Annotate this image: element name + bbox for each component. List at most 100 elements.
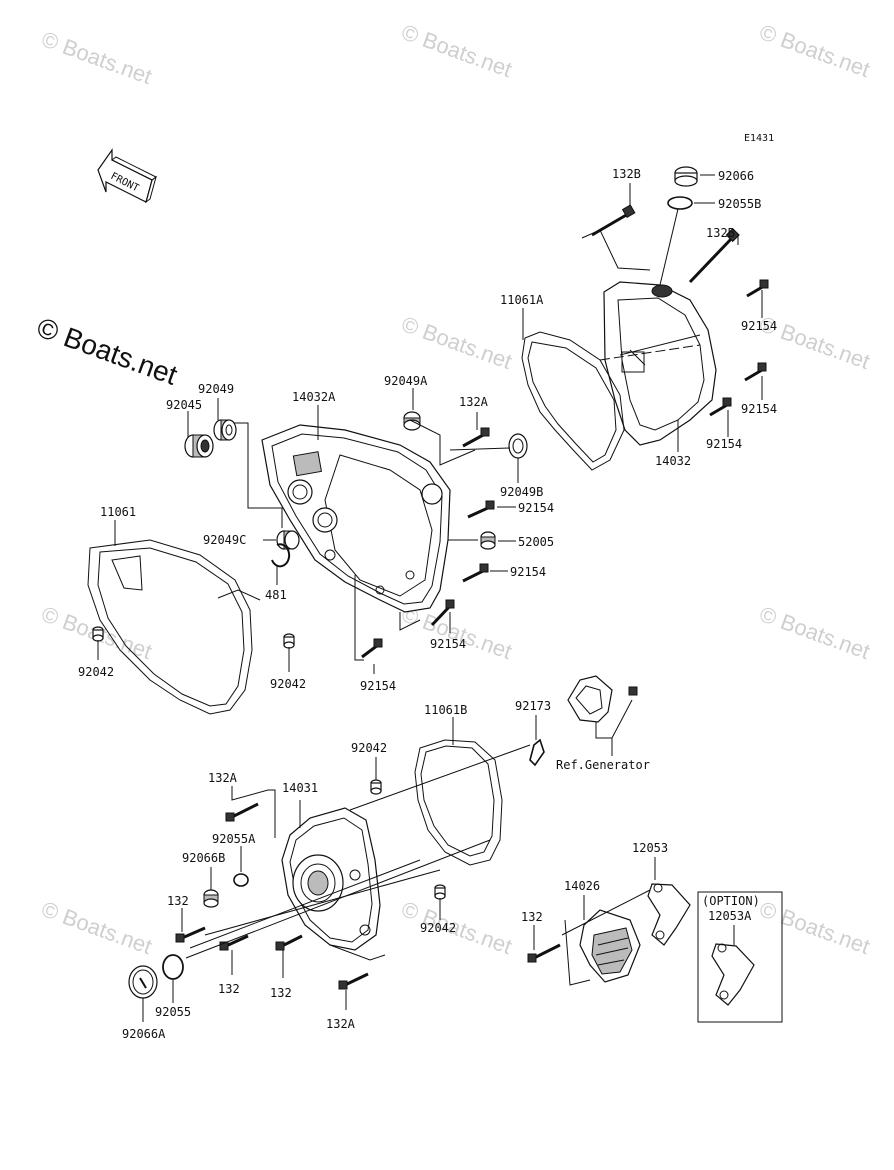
label-92042-b: 92042 xyxy=(270,677,306,691)
dowel-92042-b xyxy=(283,633,295,649)
watermark-1: © Boats.net xyxy=(38,26,155,89)
bolt-92154-g xyxy=(361,638,383,659)
watermark-10: © Boats.net xyxy=(398,896,515,959)
bolt-132A-b xyxy=(225,802,259,822)
label-12053A: 12053A xyxy=(708,909,752,923)
plug-92066B xyxy=(203,889,219,908)
label-11061: 11061 xyxy=(100,505,136,519)
label-ref-generator: Ref.Generator xyxy=(556,758,650,772)
label-132-b: 132 xyxy=(218,982,240,996)
clamp-92173 xyxy=(529,738,545,767)
label-52005: 52005 xyxy=(518,535,554,549)
label-92154-c: 92154 xyxy=(706,437,742,451)
pin-52005 xyxy=(480,531,496,550)
bolt-92154-f xyxy=(430,599,455,627)
generator-cover-14031 xyxy=(281,807,381,951)
label-14032: 14032 xyxy=(655,454,691,468)
bolt-132-b xyxy=(219,934,249,951)
seal-92049A xyxy=(403,411,421,431)
label-92066-a: 92066 xyxy=(718,169,754,183)
bolt-132-c xyxy=(275,934,303,951)
label-14031: 14031 xyxy=(282,781,318,795)
guard-14026 xyxy=(579,909,641,983)
dowel-92042-c xyxy=(370,779,382,795)
label-92055B: 92055B xyxy=(718,197,761,211)
bolt-92154-b xyxy=(744,362,767,382)
cap-92066A xyxy=(128,965,158,999)
label-92049A: 92049A xyxy=(384,374,428,388)
label-11061B: 11061B xyxy=(424,703,467,717)
seal-92049B xyxy=(508,433,528,459)
label-92154-a: 92154 xyxy=(741,319,777,333)
bracket-12053 xyxy=(647,883,691,946)
label-92042-d: 92042 xyxy=(420,921,456,935)
option-box xyxy=(697,891,783,1023)
label-132-d: 132 xyxy=(521,910,543,924)
watermark-8: © Boats.net xyxy=(756,601,873,664)
bolt-92154-e xyxy=(462,563,489,583)
bolt-132A-a xyxy=(462,427,490,448)
generator-bracket xyxy=(567,675,638,723)
label-132B-b: 132B xyxy=(706,226,735,240)
bolt-92154-c xyxy=(709,397,732,417)
watermark-3: © Boats.net xyxy=(756,19,873,82)
watermark-large: © Boats.net xyxy=(33,312,182,391)
watermark-9: © Boats.net xyxy=(38,896,155,959)
label-92045: 92045 xyxy=(166,398,202,412)
oring-92055 xyxy=(162,954,184,980)
gasket-11061 xyxy=(87,539,253,715)
label-12053: 12053 xyxy=(632,841,668,855)
label-92042-c: 92042 xyxy=(351,741,387,755)
bearing-92045 xyxy=(184,434,214,458)
circlip-481 xyxy=(271,543,291,568)
label-92042-a: 92042 xyxy=(78,665,114,679)
bolt-132-d xyxy=(527,943,561,963)
label-132A-b: 132A xyxy=(208,771,238,785)
bracket-12053A xyxy=(711,943,755,1006)
label-92154-e: 92154 xyxy=(510,565,546,579)
watermark-2: © Boats.net xyxy=(398,19,515,82)
label-14032A: 14032A xyxy=(292,390,336,404)
label-92154-f: 92154 xyxy=(430,637,466,651)
label-92154-b: 92154 xyxy=(741,402,777,416)
diagram-code: E1431 xyxy=(744,133,774,144)
bolt-132B-a xyxy=(591,204,636,237)
label-option: (OPTION) xyxy=(702,894,760,908)
label-481: 481 xyxy=(265,588,287,602)
watermark-4: © Boats.net xyxy=(398,311,515,374)
seal-92049C xyxy=(276,530,300,550)
watermark-11: © Boats.net xyxy=(756,896,873,959)
label-132-a: 132 xyxy=(167,894,189,908)
bolt-92154-d xyxy=(467,500,495,519)
clutch-cover-14032 xyxy=(603,281,717,446)
part-labels: 132B 92066 92055B 132B 11061A 92154 9215… xyxy=(78,167,777,1041)
label-132B-a: 132B xyxy=(612,167,641,181)
label-92066B: 92066B xyxy=(182,851,225,865)
label-92173: 92173 xyxy=(515,699,551,713)
label-92154-g: 92154 xyxy=(360,679,396,693)
bolt-132B-b xyxy=(688,227,740,284)
bolt-132A-c xyxy=(338,972,369,990)
bolt-92154-a xyxy=(746,279,769,298)
cover-14032A xyxy=(261,424,451,613)
bolt-132-a xyxy=(175,926,206,943)
gasket-11061B xyxy=(414,739,503,866)
label-132-c: 132 xyxy=(270,986,292,1000)
label-92055A: 92055A xyxy=(212,832,256,846)
cap-92066 xyxy=(674,166,698,187)
label-132A-a: 132A xyxy=(459,395,489,409)
label-92066A: 92066A xyxy=(122,1027,166,1041)
label-92049B: 92049B xyxy=(500,485,543,499)
leader-lines xyxy=(97,174,763,1022)
gasket-11061A xyxy=(521,331,625,471)
label-92055: 92055 xyxy=(155,1005,191,1019)
label-92154-d: 92154 xyxy=(518,501,554,515)
oring-92055A xyxy=(233,873,249,887)
oring-92055B xyxy=(667,196,693,210)
label-132A-c: 132A xyxy=(326,1017,356,1031)
seal-92049 xyxy=(213,419,237,441)
label-92049C: 92049C xyxy=(203,533,246,547)
label-14026: 14026 xyxy=(564,879,600,893)
front-arrow-icon: FRONT xyxy=(97,148,157,204)
